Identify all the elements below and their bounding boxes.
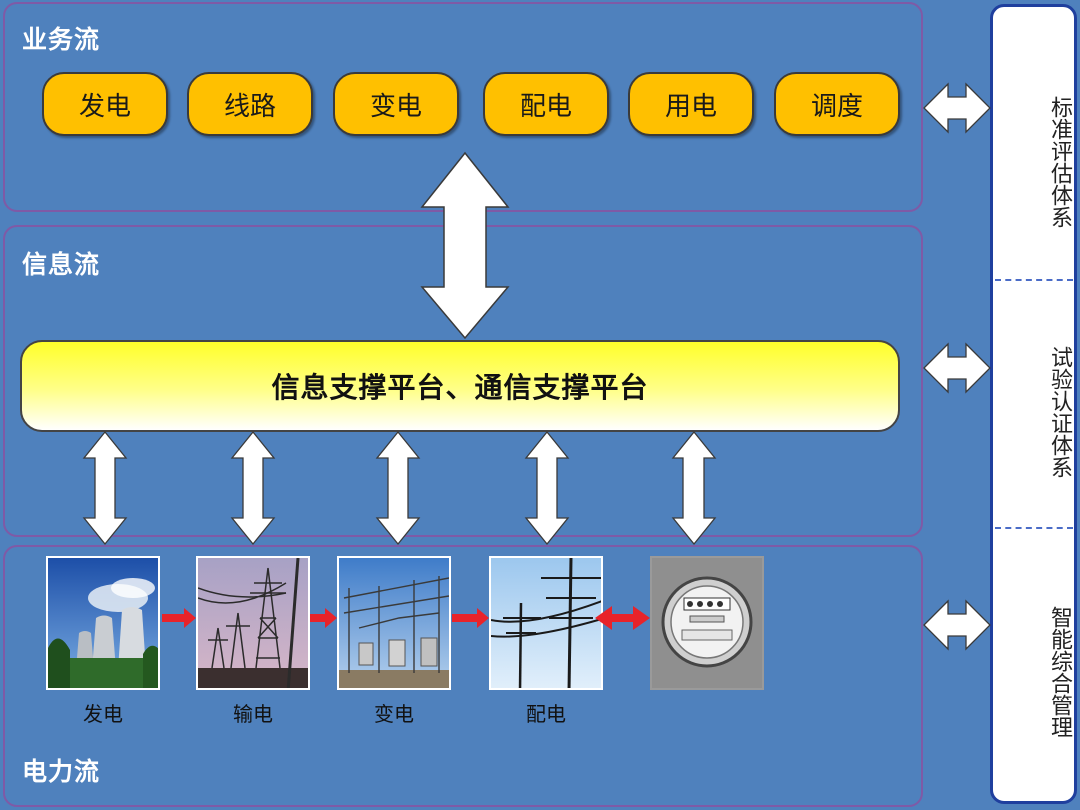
platform-power-arrow-2 [230,430,276,546]
side-arrow-business [923,82,991,134]
red-arrow-generation-transmission [162,608,196,628]
platform-power-arrow-3 [375,430,421,546]
platform-power-arrow-4 [524,430,570,546]
side-arrow-info [923,342,991,394]
photo-transmission-tower [196,556,310,690]
power-label-transmission: 输电 [233,702,273,726]
business-item-distribution: 配电 [483,72,609,136]
side-divider [995,279,1073,281]
business-item-dispatch: 调度 [774,72,900,136]
photo-power-plant [46,556,160,690]
power-label-generation: 发电 [83,702,123,726]
platform-power-arrow-5 [671,430,717,546]
platform-power-arrow-1 [82,430,128,546]
info-flow-title: 信息流 [22,250,101,279]
business-info-double-arrow [420,151,510,340]
side-label-smart-management: 智能综合管理 [1047,606,1072,738]
support-platform-bar: 信息支撑平台、通信支撑平台 [20,340,900,432]
side-divider [995,527,1073,529]
side-column: 标准评估体系 试验认证体系 智能综合管理 [990,4,1077,804]
business-flow-title: 业务流 [22,25,101,54]
photo-substation [337,556,451,690]
red-arrow-substation-distribution [452,608,489,628]
red-double-arrow-distribution-meter [595,606,650,630]
business-item-substation: 变电 [333,72,459,136]
business-item-generation: 发电 [42,72,168,136]
photo-distribution-pole [489,556,603,690]
photo-electric-meter [650,556,764,690]
power-label-distribution: 配电 [526,702,566,726]
side-arrow-power [923,599,991,651]
business-item-line: 线路 [187,72,313,136]
power-flow-title: 电力流 [22,757,101,786]
red-arrow-transmission-substation [310,608,337,628]
business-item-consumption: 用电 [628,72,754,136]
side-label-standard-evaluation: 标准评估体系 [1047,96,1072,228]
side-label-test-certification: 试验认证体系 [1047,346,1072,478]
power-label-substation: 变电 [374,702,414,726]
